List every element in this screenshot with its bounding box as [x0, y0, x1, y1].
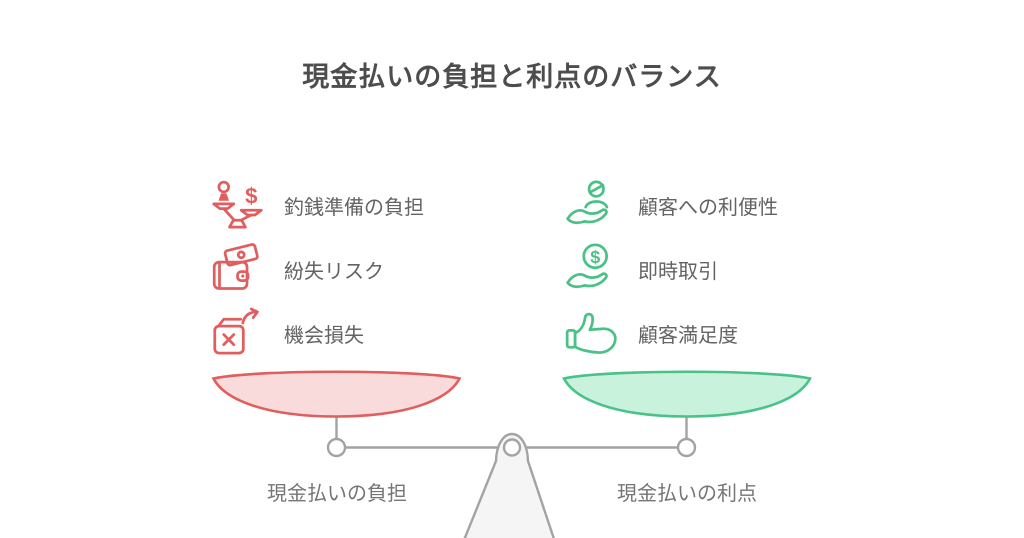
right-beam-joint	[676, 437, 697, 458]
svg-text:$: $	[590, 247, 600, 267]
svg-text:$: $	[245, 183, 258, 208]
list-item-label: 顧客への利便性	[638, 196, 778, 219]
list-item: $ 即時取引	[564, 240, 718, 298]
list-item: 顧客への利便性	[564, 176, 778, 234]
fulcrum	[463, 433, 555, 538]
box-x-escape-arrow-icon	[210, 306, 265, 361]
fulcrum-pivot-hole	[502, 438, 522, 457]
list-item: 紛失リスク	[210, 240, 384, 298]
page-title: 現金払いの負担と利点のバランス	[302, 62, 722, 92]
list-item-label: 釣銭準備の負担	[284, 196, 424, 219]
left-pan-label: 現金払いの負担	[267, 483, 407, 505]
left-scale-pan	[211, 370, 462, 418]
right-pan-label: 現金払いの利点	[617, 483, 757, 505]
left-beam-joint	[326, 437, 347, 458]
list-item-label: 紛失リスク	[284, 260, 384, 283]
hand-holding-person-icon	[564, 178, 619, 233]
hand-holding-dollar-coin-icon: $	[564, 242, 619, 297]
list-item: 機会損失	[210, 304, 364, 362]
balance-scale-person-dollar-icon: $	[210, 178, 265, 233]
wallet-banknote-icon	[210, 242, 265, 297]
list-item: 顧客満足度	[564, 304, 738, 362]
list-item: $ 釣銭準備の負担	[210, 176, 424, 234]
right-scale-pan	[562, 370, 812, 418]
list-item-label: 即時取引	[638, 260, 718, 283]
list-item-label: 顧客満足度	[638, 324, 738, 347]
list-item-label: 機会損失	[284, 324, 364, 347]
thumbs-up-icon	[564, 306, 619, 361]
